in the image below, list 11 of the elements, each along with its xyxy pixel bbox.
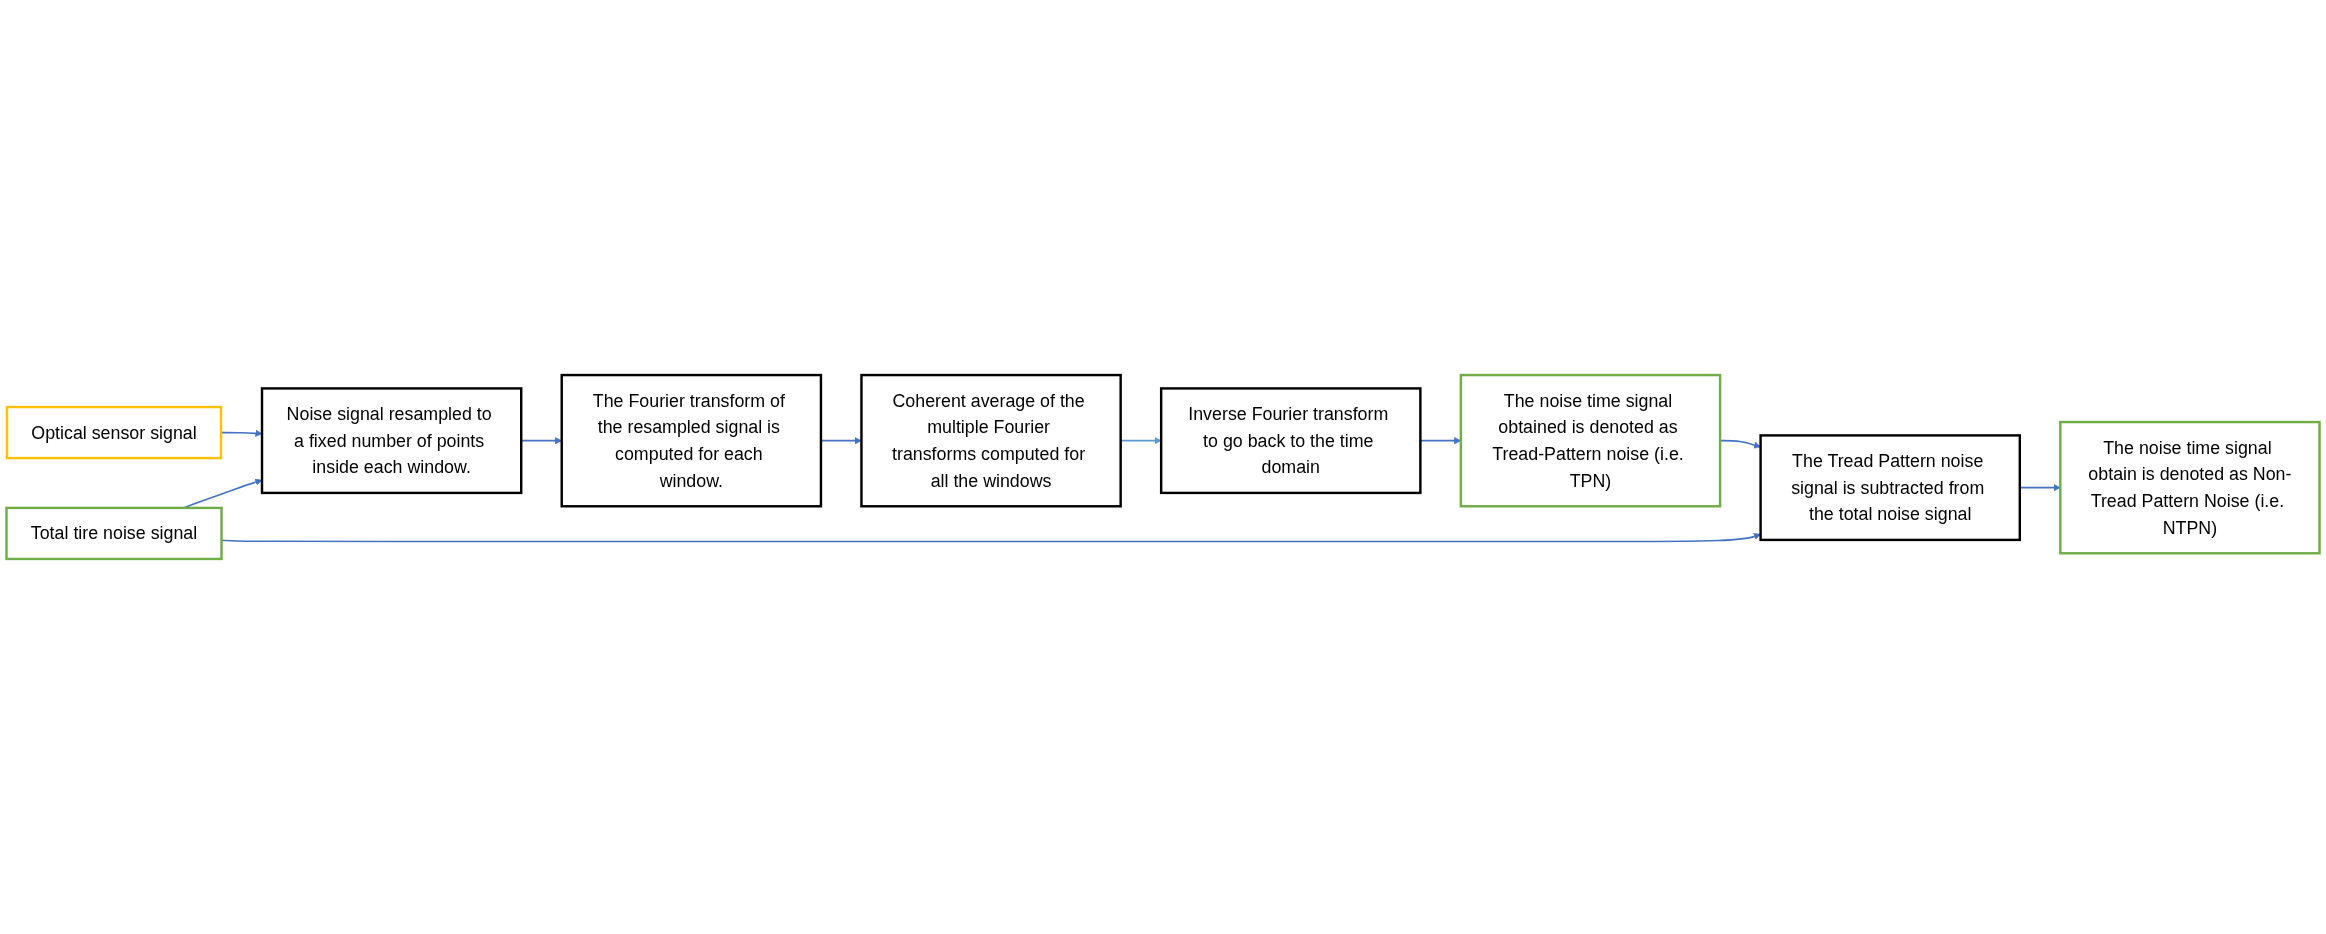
node-box: Inverse Fourier transform to go back to the time domain: [1159, 387, 1422, 495]
node-box: Total tire noise signal: [5, 506, 223, 561]
arrow: [820, 437, 862, 445]
node-box: Noise signal resampled to a fixed number of points inside each window.: [260, 387, 523, 495]
node-box: Optical sensor signal: [5, 405, 223, 460]
node-box: The Tread Pattern noise signal is subtracted from the total noise signal: [1759, 434, 2021, 542]
arrow: [2019, 484, 2061, 492]
node-box: The Fourier transform of the resampled signal is computed for each window.: [560, 373, 823, 508]
node-box: The noise time signal obtained is denoted as Tread-Pattern noise (i.e. TPN): [1459, 373, 1722, 508]
node-box: The noise time signal obtain is denoted as Non-Tread Pattern Noise (i.e. NTPN): [2059, 420, 2321, 555]
node-box: Coherent average of the multiple Fourier transforms computed for all the windows: [860, 373, 1122, 508]
